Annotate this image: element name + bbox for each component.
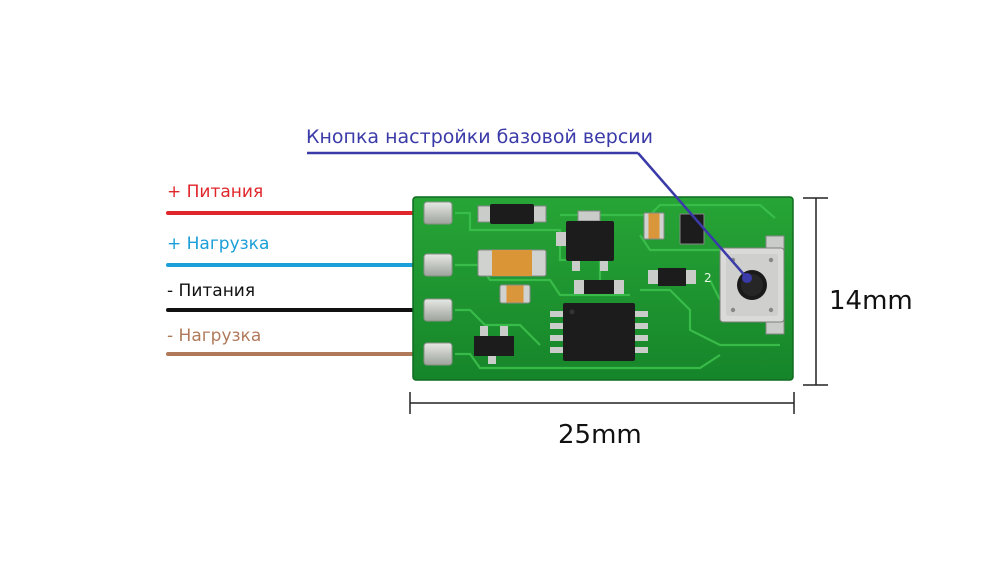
minus-power-label: - Питания — [167, 281, 256, 301]
button-leader — [307, 151, 752, 283]
smd-capacitor-beige — [499, 284, 531, 304]
pcb-marking: 2 — [704, 271, 712, 285]
plus-power-label: + Питания — [167, 182, 264, 202]
pad-column — [423, 201, 453, 366]
height-dimension-label: 14mm — [829, 286, 913, 316]
pcb-board: 2 — [412, 196, 794, 381]
width-dimension-label: 25mm — [558, 420, 642, 450]
ic-chip — [550, 303, 648, 361]
tactile-button[interactable] — [719, 235, 785, 335]
smd-regulator — [556, 210, 614, 271]
pcb-traces — [455, 203, 780, 370]
smd-capacitor-orange — [477, 249, 547, 277]
smd-resistor-top — [679, 213, 705, 245]
smd-transistor-bottom — [474, 326, 514, 364]
smd-diode-right — [648, 268, 696, 286]
smd-capacitor-small — [643, 212, 665, 240]
smd-diode-top — [477, 204, 547, 224]
dimension-height — [803, 197, 828, 386]
minus-load-label: - Нагрузка — [167, 326, 262, 346]
plus-load-label: + Нагрузка — [167, 234, 270, 254]
button-label: Кнопка настройки базовой версии — [306, 126, 653, 148]
dimension-width — [409, 392, 795, 414]
smd-resistor-mid — [574, 280, 624, 294]
